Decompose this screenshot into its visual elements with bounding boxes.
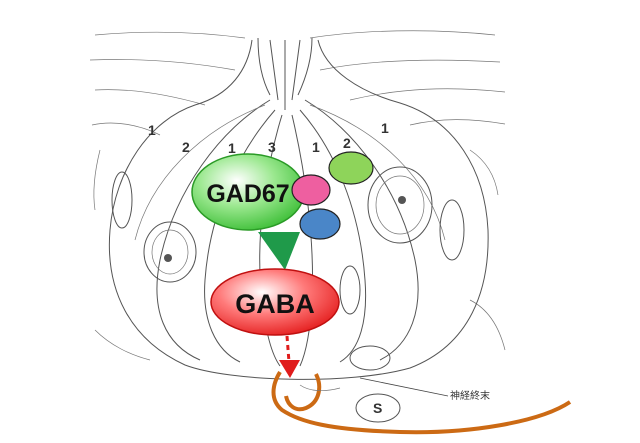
gad67-label: GAD67 xyxy=(206,180,289,208)
cell-number: 1 xyxy=(381,120,389,136)
cell-number: 3 xyxy=(268,139,276,155)
epithelium-background xyxy=(89,30,506,361)
gaba-node: GABA xyxy=(210,268,340,336)
taste-bud-outline xyxy=(108,37,489,380)
cell-number: 2 xyxy=(182,139,190,155)
synapse-annotation: S 神経終末 xyxy=(355,377,490,423)
nerve-terminal-label: 神経終末 xyxy=(450,389,490,402)
gaba-label: GABA xyxy=(235,289,315,319)
release-arrow xyxy=(279,335,300,378)
protein-cluster xyxy=(291,151,374,240)
cell-type-numbers: 1 2 1 3 1 2 1 xyxy=(148,120,389,156)
cell-number: 2 xyxy=(343,135,351,151)
cell-number: 1 xyxy=(228,140,236,156)
synthesis-arrow xyxy=(258,232,300,270)
cell-number: 1 xyxy=(148,122,156,138)
s-marker: S xyxy=(373,400,382,416)
nerve-fiber xyxy=(271,370,572,435)
cell-number: 1 xyxy=(312,139,320,155)
blue-protein-circle xyxy=(299,208,341,240)
gad67-node: GAD67 xyxy=(191,153,305,231)
green-protein-circle xyxy=(328,151,374,185)
pink-protein-circle xyxy=(291,174,331,206)
